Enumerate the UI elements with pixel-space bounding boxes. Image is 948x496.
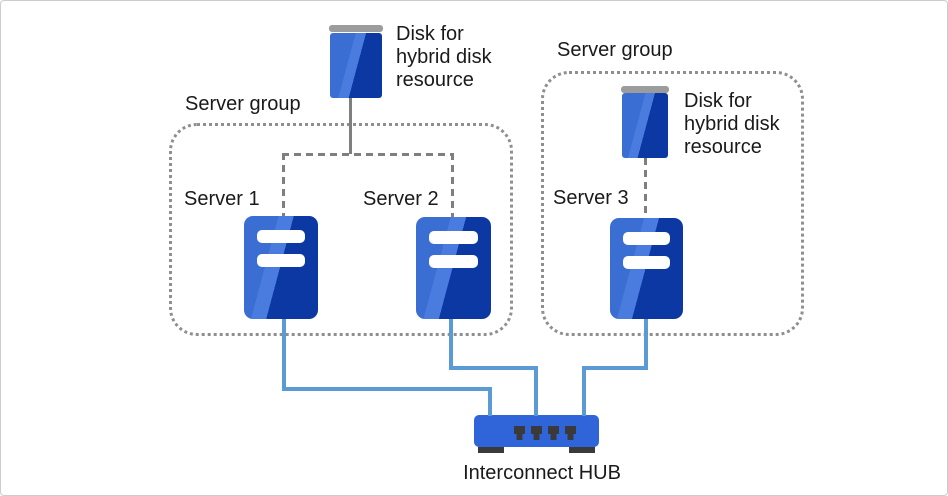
connection-server1-hub-line-drop — [488, 387, 492, 416]
connection-server3-hub-line-drop — [582, 366, 586, 416]
disk-right-label-line3: resource — [684, 136, 762, 158]
connection-server1-hub-line-vertical — [282, 319, 286, 391]
disk-connector-horizontal-line — [282, 153, 454, 156]
interconnect-hub-label: Interconnect HUB — [463, 462, 621, 484]
server1-icon — [244, 216, 318, 319]
disk-right-icon — [622, 93, 668, 158]
server1-drive-bay-icon — [257, 230, 305, 243]
disk-top-cap-icon — [329, 25, 383, 32]
connection-server2-hub-line-horizontal — [449, 366, 538, 370]
disk-top-stem-line — [349, 98, 352, 154]
disk-right-label-line1: Disk for — [684, 90, 752, 112]
connection-server3-hub-line-vertical — [644, 319, 648, 370]
disk-top-icon — [330, 33, 382, 98]
server-group-right-label: Server group — [557, 39, 673, 61]
server1-drive-bay-icon — [257, 254, 305, 267]
connection-server2-hub-line-drop — [534, 366, 538, 416]
connection-server1-hub-line-horizontal — [282, 387, 492, 391]
ethernet-port-icon — [548, 426, 559, 440]
ethernet-port-icon — [514, 426, 525, 440]
disk-top-label-line2: hybrid disk — [396, 46, 492, 68]
interconnect-hub-icon — [474, 415, 599, 447]
disk-connector-server1-line — [282, 153, 285, 217]
disk-right-label-line2: hybrid disk — [684, 113, 780, 135]
server2-drive-bay-icon — [429, 255, 478, 268]
connection-server2-hub-line-vertical — [449, 319, 453, 370]
server3-drive-bay-icon — [623, 232, 670, 245]
disk-top-label: Disk for hybrid disk resource — [396, 23, 506, 92]
server2-drive-bay-icon — [429, 231, 478, 244]
disk-right-cap-icon — [621, 86, 669, 93]
disk-right-label: Disk for hybrid disk resource — [684, 90, 794, 159]
server2-label: Server 2 — [363, 188, 439, 210]
ethernet-port-icon — [531, 426, 542, 440]
server3-label: Server 3 — [553, 187, 629, 209]
server3-icon — [610, 218, 683, 319]
server-group-left-label: Server group — [185, 93, 301, 115]
connection-server3-hub-line-horizontal — [582, 366, 648, 370]
server2-icon — [416, 217, 491, 319]
ethernet-port-icon — [565, 426, 576, 440]
server3-drive-bay-icon — [623, 256, 670, 269]
disk-right-stem-line — [644, 158, 647, 218]
server-group-right-box — [541, 71, 804, 336]
server1-label: Server 1 — [184, 188, 260, 210]
disk-connector-server2-line — [451, 153, 454, 217]
disk-top-label-line3: resource — [396, 69, 474, 91]
disk-top-label-line1: Disk for — [396, 23, 464, 45]
server-group-left-box — [169, 123, 513, 336]
